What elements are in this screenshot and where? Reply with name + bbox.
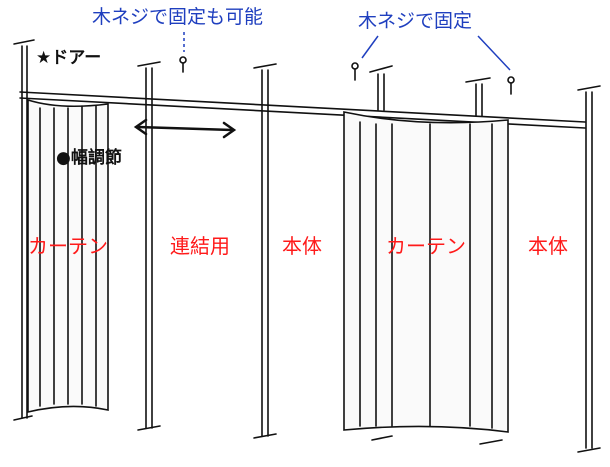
panel-label-main-body-right: 本体 (528, 234, 568, 258)
support-pole (577, 85, 601, 453)
screw-icon (179, 56, 187, 73)
annotation-screw-fix: 木ネジで固定 (358, 10, 473, 32)
support-pole (253, 63, 277, 439)
curtain-right (343, 111, 509, 433)
support-pole (13, 39, 35, 421)
label-door: ★ドアー (36, 48, 102, 68)
annotation-screw-fix-possible: 木ネジで固定も可能 (92, 6, 264, 28)
panel-label-connector: 連結用 (170, 234, 230, 258)
panel-label-curtain-left: カーテン (28, 234, 108, 258)
support-pole (369, 65, 393, 441)
pointer-line (477, 35, 511, 71)
support-pole (465, 77, 503, 445)
curtain-left (27, 98, 109, 414)
screw-icon (351, 62, 359, 81)
support-pole (137, 61, 161, 431)
screw-icon (507, 76, 515, 95)
pointer-line (361, 35, 379, 59)
label-width-adjust: ●幅調節 (56, 148, 122, 168)
width-adjust-arrow (133, 118, 237, 139)
panel-label-main-body: 本体 (282, 234, 322, 258)
panel-label-curtain-right: カーテン (386, 234, 466, 258)
